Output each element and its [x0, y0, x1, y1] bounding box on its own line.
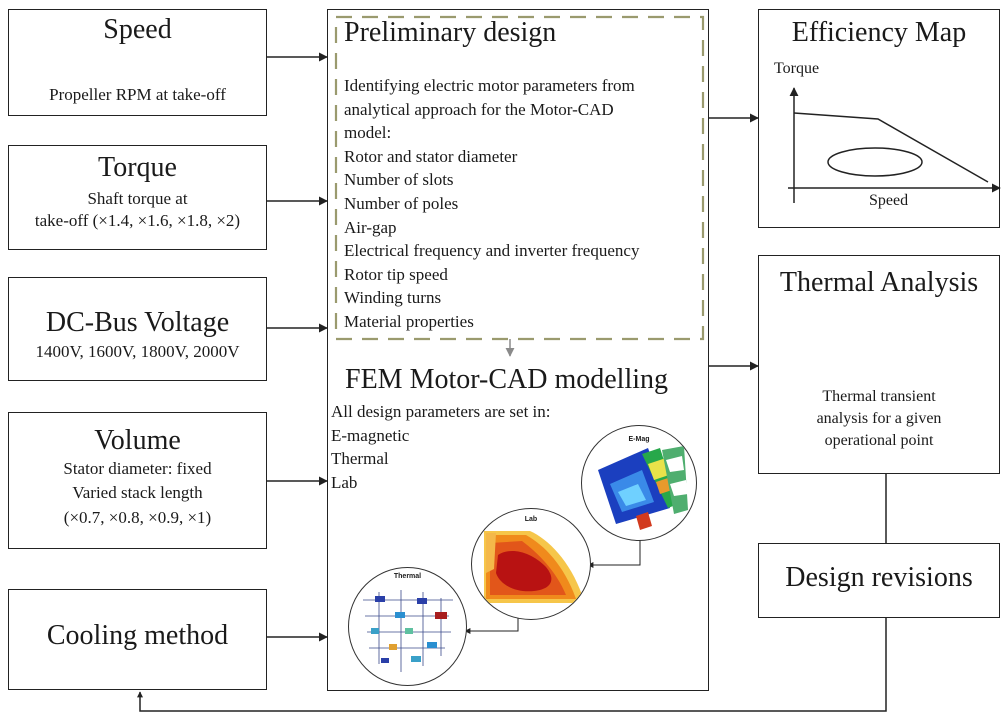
speed-title: Speed: [103, 14, 172, 45]
preliminary-dashed-box: [334, 15, 705, 341]
thermal-analysis-line-2: analysis for a given: [816, 410, 942, 427]
preliminary-line-8: Electrical frequency and inverter freque…: [344, 241, 640, 261]
thermal-thumbnail: Thermal: [348, 567, 467, 686]
efficiency-map-plot: [788, 87, 1001, 203]
emag-thumbnail-label: E-Mag: [628, 436, 650, 443]
efficiency-map-title: Efficiency Map: [791, 17, 967, 48]
volume-desc-line-1: Stator diameter: fixed: [63, 459, 212, 478]
volume-title: Volume: [94, 425, 181, 456]
preliminary-line-3: model:: [344, 123, 392, 143]
preliminary-line-11: Material properties: [344, 312, 474, 331]
preliminary-line-5: Number of slots: [344, 170, 454, 190]
fem-line-1: All design parameters are set in:: [331, 402, 551, 421]
cooling-title: Cooling method: [46, 620, 229, 651]
thermal-analysis-title: Thermal Analysis: [779, 267, 979, 298]
torque-title: Torque: [98, 152, 177, 183]
torque-desc-line-2: take-off (×1.4, ×1.6, ×1.8, ×2): [34, 211, 241, 230]
preliminary-line-1: Identifying electric motor parameters fr…: [344, 76, 635, 95]
preliminary-line-7: Air-gap: [344, 217, 397, 237]
efficiency-map-box: Efficiency Map: [758, 9, 1000, 228]
cooling-box: Cooling method: [8, 589, 267, 690]
emag-to-lab-connector: [587, 538, 641, 568]
thermal-analysis-line-1: Thermal transient: [822, 388, 936, 405]
preliminary-line-4: Rotor and stator diameter: [344, 146, 518, 166]
fem-title: FEM Motor-CAD modelling: [345, 364, 668, 395]
efficiency-x-label: Speed: [869, 192, 909, 209]
thermal-analysis-box: Thermal Analysis Thermal transient analy…: [758, 255, 1000, 474]
emag-field-plot: [598, 446, 688, 530]
speed-desc: Propeller RPM at take-off: [49, 85, 226, 104]
thermal-network-plot: [363, 590, 453, 672]
design-revisions-title: Design revisions: [785, 562, 973, 593]
voltage-title: DC-Bus Voltage: [45, 307, 230, 338]
emag-thumbnail: E-Mag: [581, 425, 697, 541]
feedback-loop-arrow: [137, 618, 887, 712]
preliminary-line-9: Rotor tip speed: [344, 264, 448, 284]
preliminary-title: Preliminary design: [344, 17, 557, 48]
preliminary-line-2: analytical approach for the Motor-CAD: [344, 99, 614, 119]
thermal-analysis-line-3: operational point: [824, 432, 934, 449]
fem-line-2: E-magnetic: [331, 425, 410, 445]
voltage-desc: 1400V, 1600V, 1800V, 2000V: [35, 342, 240, 361]
lab-efficiency-plot: [484, 531, 582, 603]
thermal-thumbnail-label: Thermal: [393, 573, 422, 580]
preliminary-line-10: Winding turns: [344, 288, 442, 308]
lab-thumbnail-label: Lab: [524, 516, 538, 523]
voltage-box: DC-Bus Voltage 1400V, 1600V, 1800V, 2000…: [8, 277, 267, 381]
design-revisions-box: Design revisions: [758, 543, 1000, 618]
efficiency-island: [827, 147, 923, 177]
volume-box: Volume Stator diameter: fixed Varied sta…: [8, 412, 267, 549]
speed-box: Speed Propeller RPM at take-off: [8, 9, 267, 116]
volume-desc-line-2: Varied stack length: [72, 483, 203, 502]
volume-desc-line-3: (×0.7, ×0.8, ×0.9, ×1): [63, 508, 212, 527]
torque-box: Torque Shaft torque at take-off (×1.4, ×…: [8, 145, 267, 250]
lab-thumbnail: Lab: [471, 508, 591, 620]
efficiency-envelope-curve: [793, 112, 989, 183]
fem-line-4: Lab: [331, 472, 358, 492]
efficiency-y-label: Torque: [774, 60, 820, 77]
fem-line-3: Thermal: [331, 449, 389, 469]
torque-desc-line-1: Shaft torque at: [87, 189, 188, 208]
preliminary-line-6: Number of poles: [344, 194, 459, 213]
